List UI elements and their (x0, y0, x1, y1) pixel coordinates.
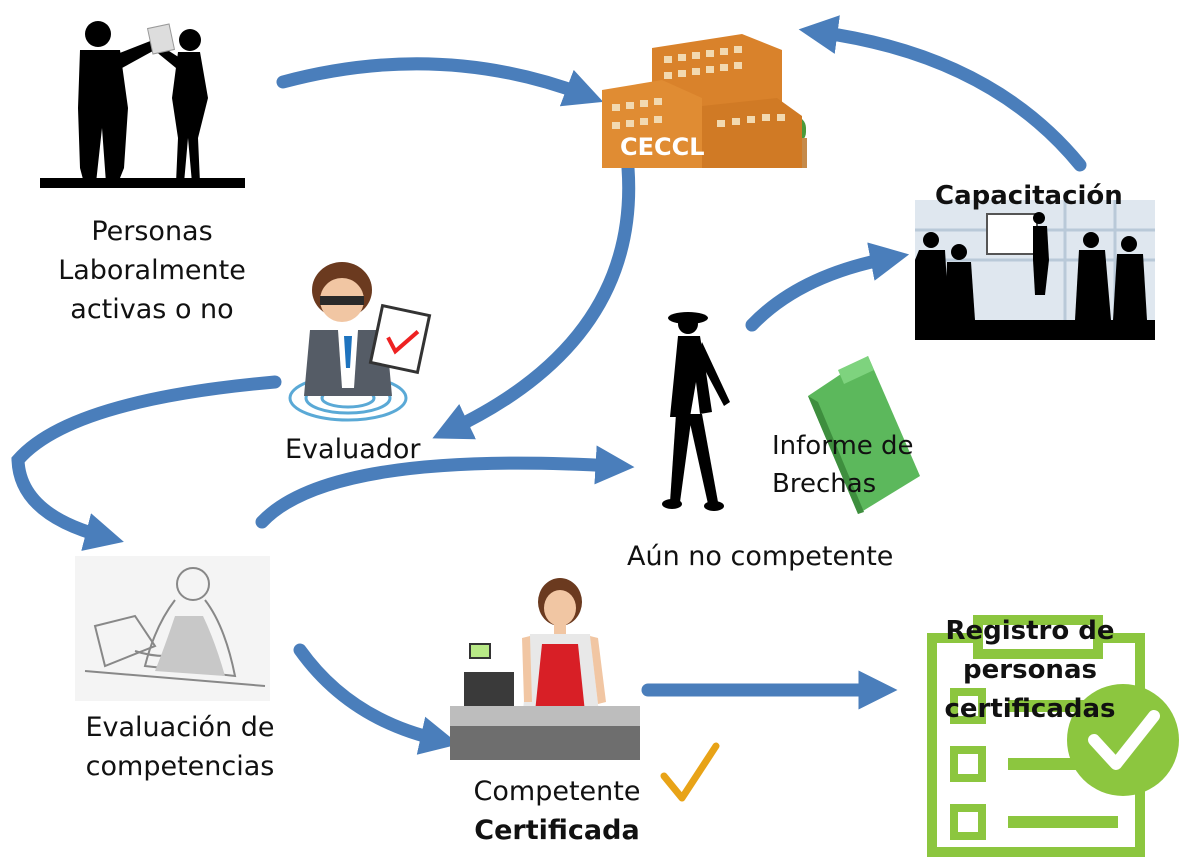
personas-line-2: Laboralmente (58, 255, 246, 287)
checkmark-icon (660, 742, 720, 802)
book-icon (808, 356, 920, 514)
informe-line-2: Brechas (772, 468, 877, 499)
personas-line-1: Personas (91, 216, 213, 247)
registro-label: Registro de personas certificadas (940, 612, 1120, 729)
evaluacion-line-1: Evaluación de (85, 712, 275, 743)
registro-line-1: Registro de (945, 616, 1115, 646)
arrow-evaluador-to-evaluacion (11, 375, 282, 551)
evaluacion-label: Evaluación de competencias (80, 708, 280, 786)
ceccl-label: CECCL (620, 133, 705, 161)
competente-line-2: Certificada (474, 815, 640, 847)
informe-line-1: Informe de (772, 431, 914, 461)
building-icon (602, 34, 807, 168)
walking-woman-icon (662, 312, 730, 511)
registry-checklist-icon (927, 615, 1179, 857)
registro-line-3: certificadas (944, 694, 1116, 724)
competente-label: Competente Certificada (472, 772, 642, 850)
capacitacion-label: Capacitación (935, 181, 1123, 211)
arrow-capacitacion-to-ceccl (798, 15, 1087, 172)
cashier-icon (450, 578, 640, 760)
informe-label: Informe de Brechas (772, 428, 914, 503)
people-silhouette-icon (40, 21, 245, 188)
training-meeting-icon (915, 200, 1155, 340)
personas-line-3: activas o no (70, 294, 234, 326)
aun-no-competente-label: Aún no competente (627, 541, 894, 572)
evaluador-label: Evaluador (285, 434, 421, 465)
arrow-evaluacion-to-aun-no (255, 445, 635, 529)
assessment-sketch-icon (75, 556, 270, 701)
arrow-ceccl-to-evaluador (432, 161, 636, 440)
registro-line-2: personas (963, 655, 1097, 685)
arrow-personas-to-ceccl (276, 57, 604, 107)
personas-label: Personas Laboralmente activas o no (52, 212, 252, 329)
arrow-evaluacion-to-competente (293, 643, 460, 755)
arrow-aun-no-to-capacitacion (745, 242, 910, 332)
evaluator-icon (288, 262, 432, 422)
evaluacion-line-2: competencias (85, 751, 275, 783)
competente-line-1: Competente (473, 776, 641, 807)
